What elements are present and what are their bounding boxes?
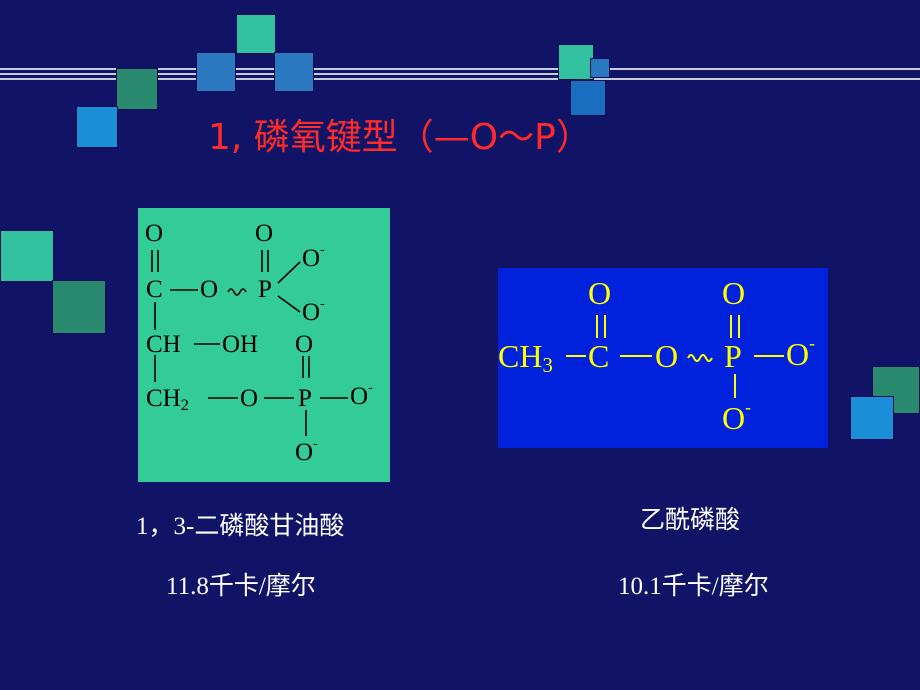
atom-oxygen: O [295, 331, 314, 358]
decorative-square [76, 106, 118, 148]
atom-phosphorus: P [258, 276, 272, 303]
compound-name-right: 乙酰磷酸 [640, 507, 741, 534]
group-ch2: CH2 [146, 385, 189, 415]
decorative-square [570, 80, 606, 116]
atom-oxygen-anion: O- [302, 241, 325, 272]
atom-oxygen-anion: O- [350, 379, 373, 410]
atom-oxygen: O [722, 275, 746, 311]
decorative-square [0, 230, 54, 282]
group-hydroxyl: OH [222, 331, 259, 358]
decorative-line-top [0, 68, 920, 70]
decorative-line-bottom [0, 78, 920, 80]
decorative-square [850, 396, 894, 440]
atom-oxygen: O [145, 220, 164, 247]
decorative-square [274, 52, 314, 92]
energy-value-right: 10.1千卡/摩尔 [618, 573, 769, 600]
atom-oxygen: O [255, 220, 274, 247]
group-ch: CH [146, 331, 181, 358]
atom-phosphorus: P [724, 338, 742, 374]
atom-oxygen: O [588, 275, 612, 311]
atom-oxygen-anion: O- [295, 435, 318, 466]
compound-name-left: 1，3-二磷酸甘油酸 [136, 513, 345, 540]
atom-oxygen: O [240, 385, 259, 412]
decorative-square [52, 280, 106, 334]
structure-panel-left [138, 208, 390, 482]
decorative-square [236, 14, 276, 54]
decorative-square [116, 68, 158, 110]
energy-value-left: 11.8千卡/摩尔 [166, 573, 316, 600]
atom-phosphorus: P [298, 385, 312, 412]
atom-oxygen: O [655, 338, 679, 374]
decorative-square [196, 52, 236, 92]
group-methyl: CH3 [498, 338, 553, 378]
atom-oxygen: O [200, 276, 219, 303]
atom-oxygen-anion: O- [302, 295, 325, 326]
decorative-square [590, 58, 610, 78]
atom-oxygen-anion: O- [786, 333, 815, 372]
page-title: 1, 磷氧键型（—O～P） [208, 117, 592, 158]
atom-carbon: C [146, 276, 163, 303]
atom-oxygen-anion: O- [722, 397, 751, 436]
atom-carbon: C [588, 338, 610, 374]
structure-panel-right [498, 268, 828, 448]
